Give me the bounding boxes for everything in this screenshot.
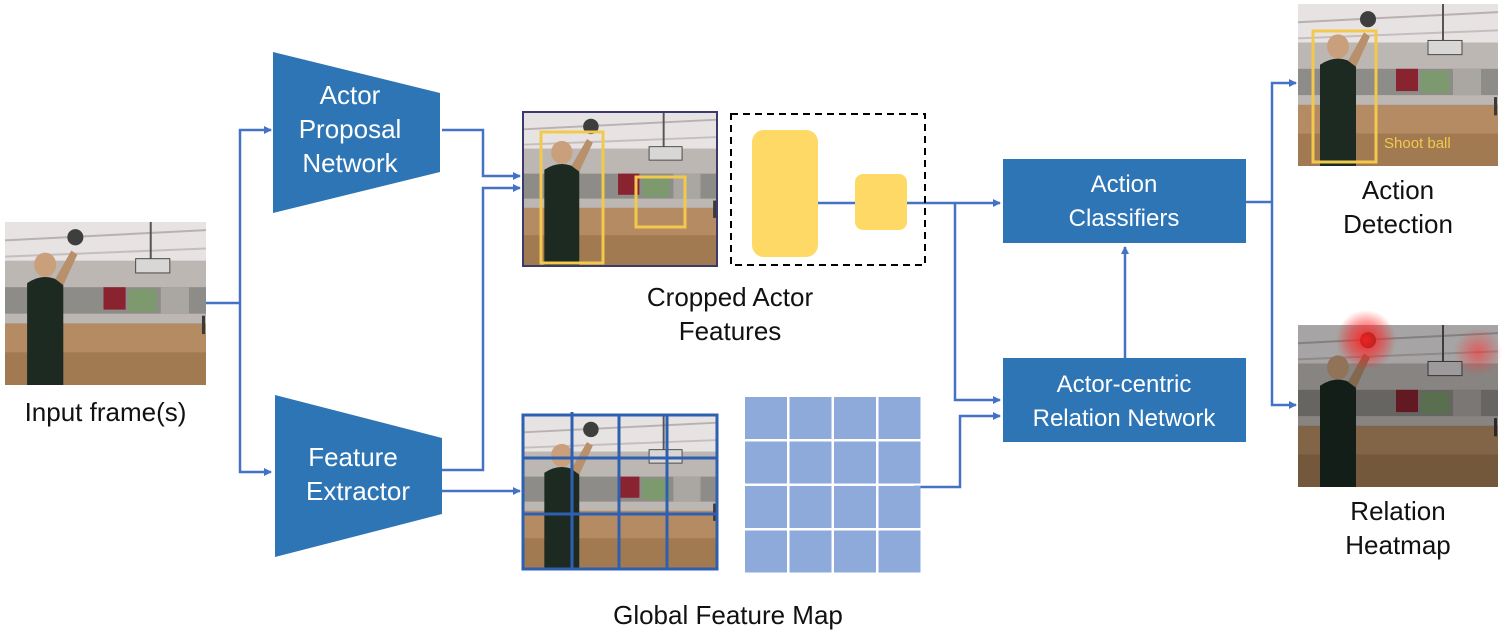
input-frame-image: [5, 222, 206, 385]
relation-network-node: Actor-centric Relation Network: [1003, 358, 1246, 442]
detection-label-line-2: Detection: [1343, 209, 1453, 239]
cropped-features-block: [730, 113, 926, 266]
feature-block-large: [752, 130, 818, 257]
feature-map-cell: [745, 397, 787, 439]
feature-map-cell: [745, 530, 787, 573]
cropped-actor-image: [522, 111, 718, 267]
global-feature-map-grid: [745, 397, 921, 573]
arrow-to-action-detection: [1270, 79, 1297, 202]
actor-box-small: [634, 175, 687, 229]
detection-overlay-label: Shoot ball: [1384, 135, 1451, 152]
relation-network-label-2: Relation Network: [1033, 405, 1217, 432]
detection-label-line-1: Action: [1361, 175, 1435, 205]
action-classifiers-label-1: Action: [1091, 171, 1158, 198]
heatmap-label-line-2: Heatmap: [1345, 530, 1451, 560]
action-classifiers-node: Action Classifiers: [1003, 159, 1246, 243]
heatmap-label-line-1: Relation: [1350, 496, 1446, 526]
feature-extractor-node: Feature Extractor: [275, 395, 442, 557]
feature-map-cell: [834, 397, 876, 439]
heat-spot-hoop: [1454, 328, 1502, 376]
feature-map-cell: [878, 397, 921, 439]
arrow-to-feature-extractor: [238, 303, 272, 476]
feature-map-cell: [834, 486, 876, 528]
cropped-label-line-2: Features: [678, 316, 782, 346]
feature-map-cell: [878, 486, 921, 528]
feature-map-cell: [789, 530, 832, 573]
detection-box: [1311, 29, 1378, 164]
relation-network-label-1: Actor-centric: [1057, 371, 1192, 398]
actor-proposal-label-1: Actor: [320, 80, 381, 110]
arrow-extractor-to-cropped: [442, 184, 521, 472]
feature-map-cell: [834, 441, 876, 484]
action-classifiers-label-2: Classifiers: [1069, 205, 1180, 232]
arrow-to-relation-heatmap: [1270, 202, 1297, 409]
actor-box-large: [539, 130, 605, 265]
arrow-features-to-relation: [953, 203, 1001, 404]
grid-image: [521, 412, 719, 571]
input-frames-label: Input frame(s): [24, 397, 187, 427]
action-detection-label: Action Detection: [1318, 173, 1478, 241]
feature-map-cell: [878, 530, 921, 573]
feature-block-small: [855, 174, 907, 230]
action-detection-image: Shoot ball: [1298, 4, 1498, 166]
feature-map-cell: [789, 397, 832, 439]
feature-map-cell: [789, 441, 832, 484]
cropped-actor-features-label: Cropped Actor Features: [605, 280, 855, 348]
actor-proposal-label-3: Network: [302, 148, 398, 178]
feature-extractor-label-1: Feature: [308, 442, 398, 472]
relation-heatmap-label: Relation Heatmap: [1318, 494, 1478, 562]
arrow-proposal-to-cropped: [442, 128, 521, 180]
actor-proposal-label-2: Proposal: [299, 114, 402, 144]
actor-proposal-network-node: Actor Proposal Network: [273, 52, 440, 213]
cropped-label-line-1: Cropped Actor: [646, 282, 814, 312]
feature-map-cell: [745, 486, 787, 528]
arrow-map-to-relation: [914, 412, 1001, 489]
feature-map-cell: [878, 441, 921, 484]
feature-map-cell: [789, 486, 832, 528]
heat-spot-ball: [1336, 310, 1396, 370]
relation-heatmap-image: [1298, 310, 1502, 487]
global-feature-map-label: Global Feature Map: [613, 600, 843, 630]
feature-map-cell: [834, 530, 876, 573]
arrow-to-actor-proposal: [238, 126, 272, 303]
feature-map-cell: [745, 441, 787, 484]
feature-extractor-label-2: Extractor: [306, 476, 410, 506]
connector-arrows: [206, 79, 1297, 495]
